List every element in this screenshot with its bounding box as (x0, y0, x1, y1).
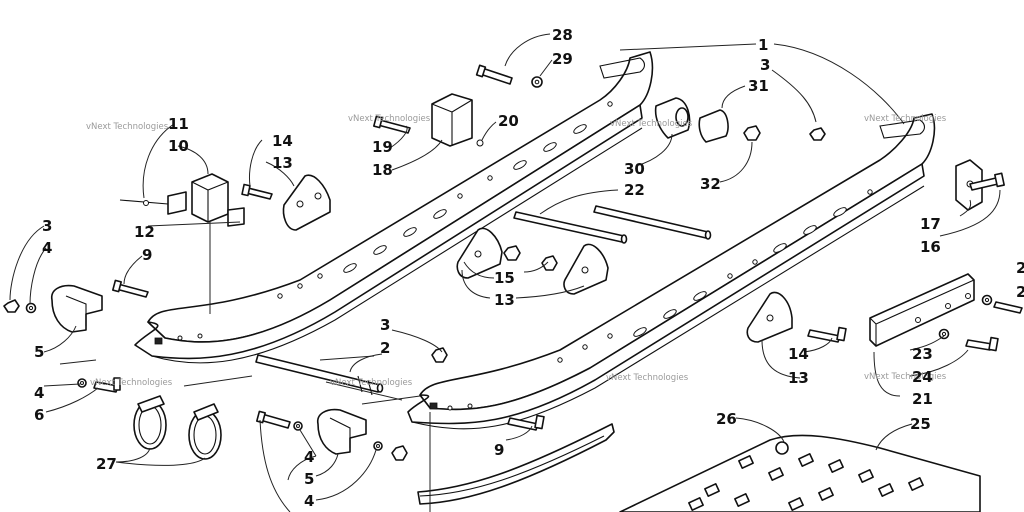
left-rail-holes (154, 101, 613, 345)
callout-label: 4 (304, 492, 314, 510)
callout-label: 14 (272, 132, 293, 150)
bumper-30-31 (654, 97, 761, 143)
callout-label: 12 (134, 223, 155, 241)
cross-shafts (255, 205, 712, 396)
callout-label: 16 (920, 238, 941, 256)
callout-label: 20 (498, 112, 519, 130)
callout-label: 3 (760, 56, 770, 74)
bracket-13-lower (746, 291, 793, 343)
callout-label: 5 (34, 343, 44, 361)
callout-label: 30 (624, 160, 645, 178)
stopper-block-18 (431, 93, 484, 147)
callout-label: 11 (168, 115, 189, 133)
wear-strip (417, 423, 615, 505)
watermark-text: vNext Technologies (864, 114, 947, 124)
callout-label: 6 (34, 406, 44, 424)
right-rail-holes (429, 189, 873, 411)
callout-label: 10 (168, 137, 189, 155)
bracket-13-upper (282, 174, 331, 231)
callout-label: 26 (716, 410, 737, 428)
callout-label: 2 (1016, 283, 1024, 301)
end-cap-5-lower (316, 408, 367, 455)
watermark-text: vNext Technologies (606, 373, 689, 383)
callout-label: 4 (42, 239, 52, 257)
callout-label: 15 (494, 269, 515, 287)
watermark-text: vNext Technologies (330, 378, 413, 388)
callout-label: 9 (142, 246, 152, 264)
watermark-text: vNext Technologies (864, 372, 947, 382)
callout-label: 14 (788, 345, 809, 363)
callout-label: 4 (34, 384, 44, 402)
callout-label: 5 (304, 470, 314, 488)
bracket-13-mid (456, 227, 609, 295)
track-25 (619, 434, 981, 512)
callout-label: 22 (624, 181, 645, 199)
callout-label: 24 (912, 368, 933, 386)
fasteners (3, 64, 1023, 461)
left-rail (134, 51, 654, 364)
callout-label: 9 (494, 441, 504, 459)
callout-label: 28 (552, 26, 573, 44)
watermark-text: vNext Technologies (90, 378, 173, 388)
callout-label: 25 (910, 415, 931, 433)
callout-label: 18 (372, 161, 393, 179)
callout-label: 3 (42, 217, 52, 235)
leader-lines (9, 33, 1001, 512)
callout-label: 31 (748, 77, 769, 95)
callout-label: 13 (788, 369, 809, 387)
track-cleats (688, 441, 924, 511)
watermark-text: vNext Technologies (348, 114, 431, 124)
hose-clamps-27 (133, 395, 222, 460)
watermark-text: vNext Technologies (610, 119, 693, 129)
callout-label: 27 (96, 455, 117, 473)
callout-label: 19 (372, 138, 393, 156)
callout-label: 2 (1016, 259, 1024, 277)
callout-label: 32 (700, 175, 721, 193)
watermark-text: vNext Technologies (86, 122, 169, 132)
callout-label: 29 (552, 50, 573, 68)
callout-label: 1 (758, 36, 768, 54)
clip-assembly-10 (119, 173, 245, 227)
callout-labels: 1 3 31 28 29 11 10 14 13 19 20 18 30 32 … (34, 26, 1024, 510)
callout-label: 2 (380, 339, 390, 357)
watermarks: vNext Technologies vNext Technologies vN… (86, 114, 947, 388)
callout-label: 4 (304, 448, 314, 466)
callout-label: 21 (912, 390, 933, 408)
callout-label: 13 (272, 154, 293, 172)
right-rail (407, 113, 936, 430)
callout-label: 3 (380, 316, 390, 334)
callout-label: 13 (494, 291, 515, 309)
end-cap-5-upper (50, 284, 103, 333)
slide-plate-21 (869, 273, 975, 347)
callout-label: 23 (912, 345, 933, 363)
callout-label: 17 (920, 215, 941, 233)
